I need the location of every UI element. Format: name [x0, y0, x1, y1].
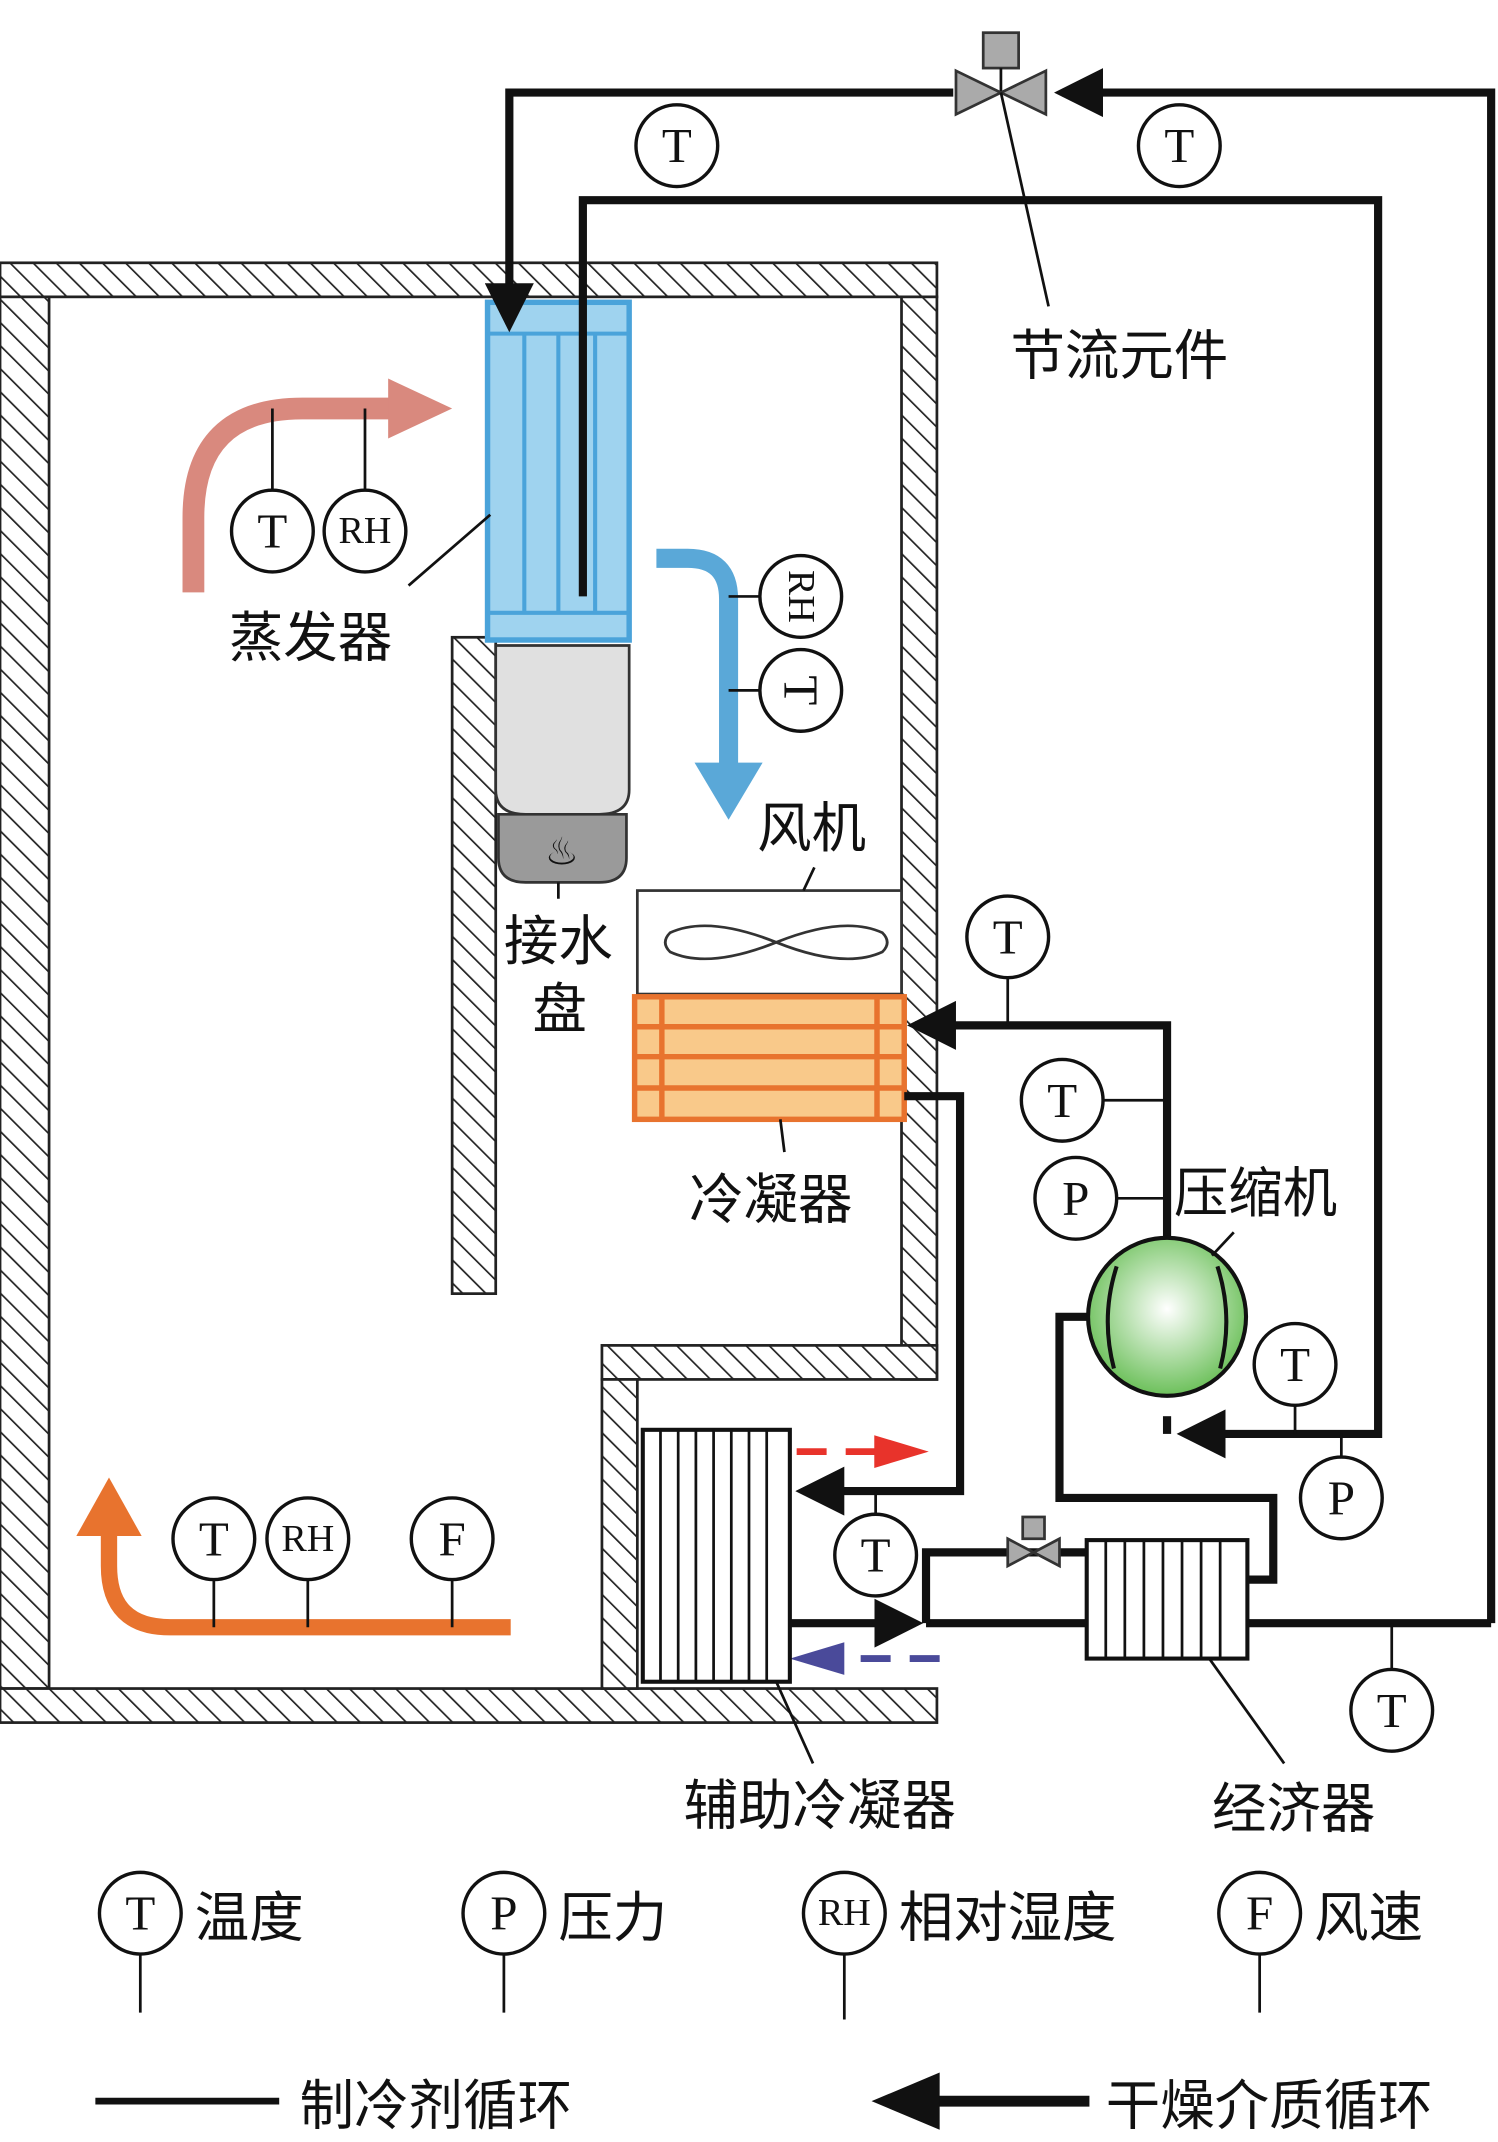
economizer-valve: [1006, 1515, 1061, 1569]
label-compressor: 压缩机: [1174, 1161, 1337, 1225]
sensor-temperature: T: [199, 1511, 229, 1566]
sensor-pressure: P: [1062, 1171, 1089, 1226]
cold-air-arrow: [656, 548, 739, 777]
sensor-temperature: T: [861, 1528, 891, 1583]
evaporator: [484, 299, 632, 643]
economizer: [1084, 1538, 1250, 1661]
fan-propeller-icon: [663, 924, 889, 961]
legend-p-symbol: P: [490, 1886, 517, 1941]
throttle-valve: [954, 31, 1048, 117]
label-economizer: 经济器: [1212, 1776, 1375, 1840]
sensor-temperature: T: [1164, 118, 1194, 173]
condenser: [631, 994, 907, 1123]
label-evaporator: 蒸发器: [229, 605, 392, 669]
label-drain-pan-2: 盘: [532, 977, 586, 1041]
sensors: [97, 103, 1435, 1956]
partition-wall: [450, 635, 498, 1296]
return-air-arrowhead: [388, 378, 453, 439]
sensor-temperature: T: [773, 675, 828, 705]
sensor-labels: T T T RH RH T T T P T P T T T RH F: [199, 118, 1407, 1738]
legend-refrigerant: 制冷剂循环: [300, 2073, 572, 2137]
sensor-pressure: P: [1328, 1470, 1355, 1525]
water-drop-icon: ♨: [545, 830, 579, 874]
sensor-temperature: T: [257, 504, 287, 559]
legend-humidity: 相对湿度: [899, 1885, 1117, 1949]
sensor-humidity: RH: [780, 570, 822, 623]
compressor: [1086, 1235, 1249, 1398]
insulated-chamber-walls: [0, 261, 939, 1724]
sensor-wind-speed: F: [439, 1511, 466, 1566]
sensor-temperature: T: [1377, 1683, 1407, 1738]
hot-air-arrow: [100, 1525, 511, 1636]
legend: T 温度 P 压力 RH 相对湿度 F 风速 制冷剂循环 干燥介质循环: [95, 1885, 1433, 2137]
sensor-temperature: T: [993, 909, 1023, 964]
label-condenser: 冷凝器: [689, 1168, 852, 1232]
legend-t-symbol: T: [125, 1886, 155, 1941]
leader-lines: [138, 92, 1394, 2020]
refrigerant-pipes: [484, 68, 1496, 1648]
air-flows: [76, 378, 940, 1675]
label-fan: 风机: [757, 796, 866, 860]
aux-condenser: [640, 1427, 792, 1684]
fan: [635, 889, 903, 996]
sensor-temperature: T: [1280, 1337, 1310, 1392]
label-aux-condenser: 辅助冷凝器: [684, 1774, 956, 1838]
drain-pan: ♨: [494, 644, 631, 899]
legend-wind-speed: 风速: [1314, 1885, 1423, 1949]
label-throttle: 节流元件: [1010, 323, 1228, 387]
component-labels: 节流元件 蒸发器 风机 接水 盘 冷凝器 压缩机 辅助冷凝器 经济器: [229, 323, 1376, 1840]
sensor-humidity: RH: [339, 510, 392, 552]
return-air-arrow: [182, 397, 395, 593]
legend-temperature: 温度: [195, 1885, 304, 1949]
legend-f-symbol: F: [1246, 1886, 1273, 1941]
legend-pressure: 压力: [558, 1885, 667, 1949]
sensor-temperature: T: [1047, 1073, 1077, 1128]
sensor-humidity: RH: [281, 1518, 334, 1560]
legend-drying-medium: 干燥介质循环: [1106, 2073, 1433, 2137]
sensor-temperature: T: [662, 118, 692, 173]
legend-rh-symbol: RH: [818, 1892, 871, 1934]
label-drain-pan: 接水: [504, 909, 613, 973]
